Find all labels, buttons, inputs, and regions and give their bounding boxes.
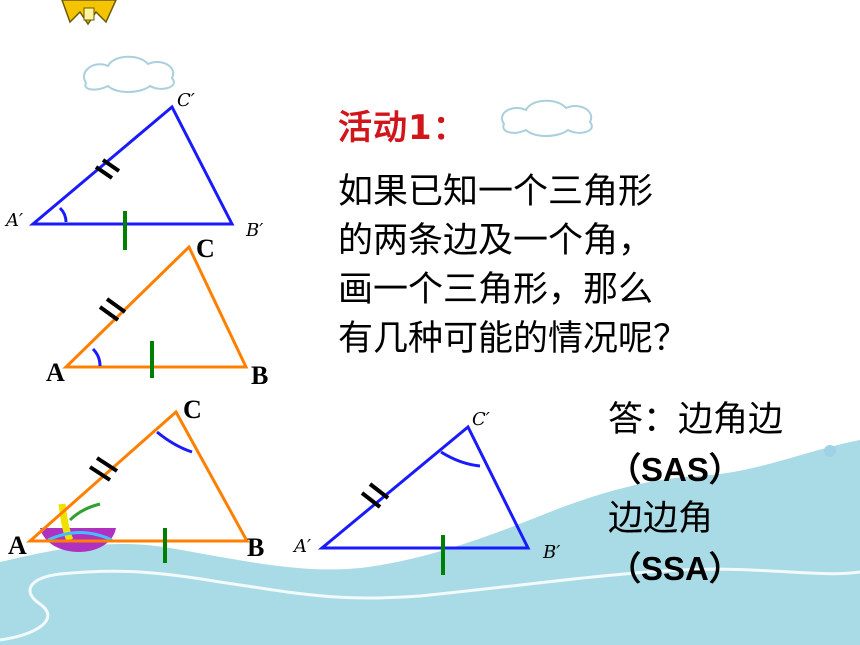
- triangle-1: [28, 104, 235, 250]
- vertex-label-a: A: [46, 358, 65, 387]
- vertex-label-c: C: [183, 395, 202, 424]
- answer-item1-name: 边角边: [678, 400, 784, 440]
- vertex-label-c: C′: [472, 409, 490, 430]
- vertex-label-b: B: [251, 361, 268, 390]
- triangle-2: [62, 244, 249, 378]
- triangle-4: [317, 424, 531, 575]
- vertex-label-a: A′: [4, 210, 23, 231]
- water-wave-background: [0, 440, 860, 645]
- answer-text: 答：边角边 （SAS） 边边角 （SSA）: [608, 396, 783, 594]
- cloud-icon: [83, 55, 175, 93]
- question-line: 如果已知一个三角形: [338, 172, 654, 212]
- sun-icon: [61, 0, 117, 26]
- vertex-label-b: B′: [542, 542, 560, 563]
- answer-item2-name: 边边角: [608, 499, 714, 539]
- question-line: 有几种可能的情况呢？: [338, 319, 689, 359]
- vertex-label-a: A: [8, 531, 27, 560]
- answer-prefix: 答：: [608, 400, 679, 440]
- vertex-label-b: B′: [245, 220, 263, 241]
- answer-item1-abbr: （SAS）: [608, 451, 742, 488]
- cloud-icon: [501, 99, 593, 137]
- vertex-label-c: C: [196, 234, 215, 263]
- activity-title: 活动1：: [338, 108, 468, 148]
- question-text: 如果已知一个三角形 的两条边及一个角， 画一个三角形，那么 有几种可能的情况呢？: [338, 168, 688, 364]
- vertex-label-a: A′: [292, 536, 311, 557]
- question-line: 的两条边及一个角，: [338, 221, 654, 261]
- boat-icon: [40, 502, 116, 552]
- question-line: 画一个三角形，那么: [338, 270, 654, 310]
- vertex-label-c: C′: [177, 90, 195, 111]
- answer-item2-abbr: （SSA）: [608, 550, 742, 587]
- vertex-label-b: B: [247, 533, 264, 562]
- triangle-3: [26, 409, 250, 563]
